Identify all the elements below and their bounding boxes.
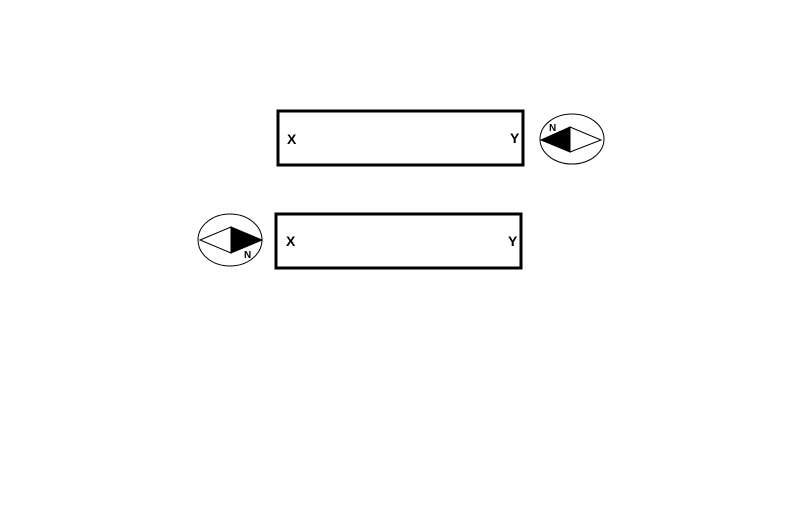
box-2: X Y [274, 212, 523, 270]
box-1-left-label: X [287, 131, 297, 147]
box-1-right-label: Y [510, 130, 520, 146]
box-2-outline [274, 212, 523, 270]
compass-1-south-arrow-icon [569, 126, 603, 153]
compass-2: N [197, 213, 264, 267]
compass-1: N [539, 113, 605, 165]
box-1-outline [276, 109, 525, 167]
box-2-left-label: X [286, 233, 296, 249]
compass-2-north-label: N [244, 250, 251, 261]
box-1: X Y [276, 109, 525, 167]
compass-2-north-arrow-icon [230, 226, 264, 254]
compass-1-north-label: N [549, 123, 556, 134]
box-2-right-label: Y [508, 233, 518, 249]
